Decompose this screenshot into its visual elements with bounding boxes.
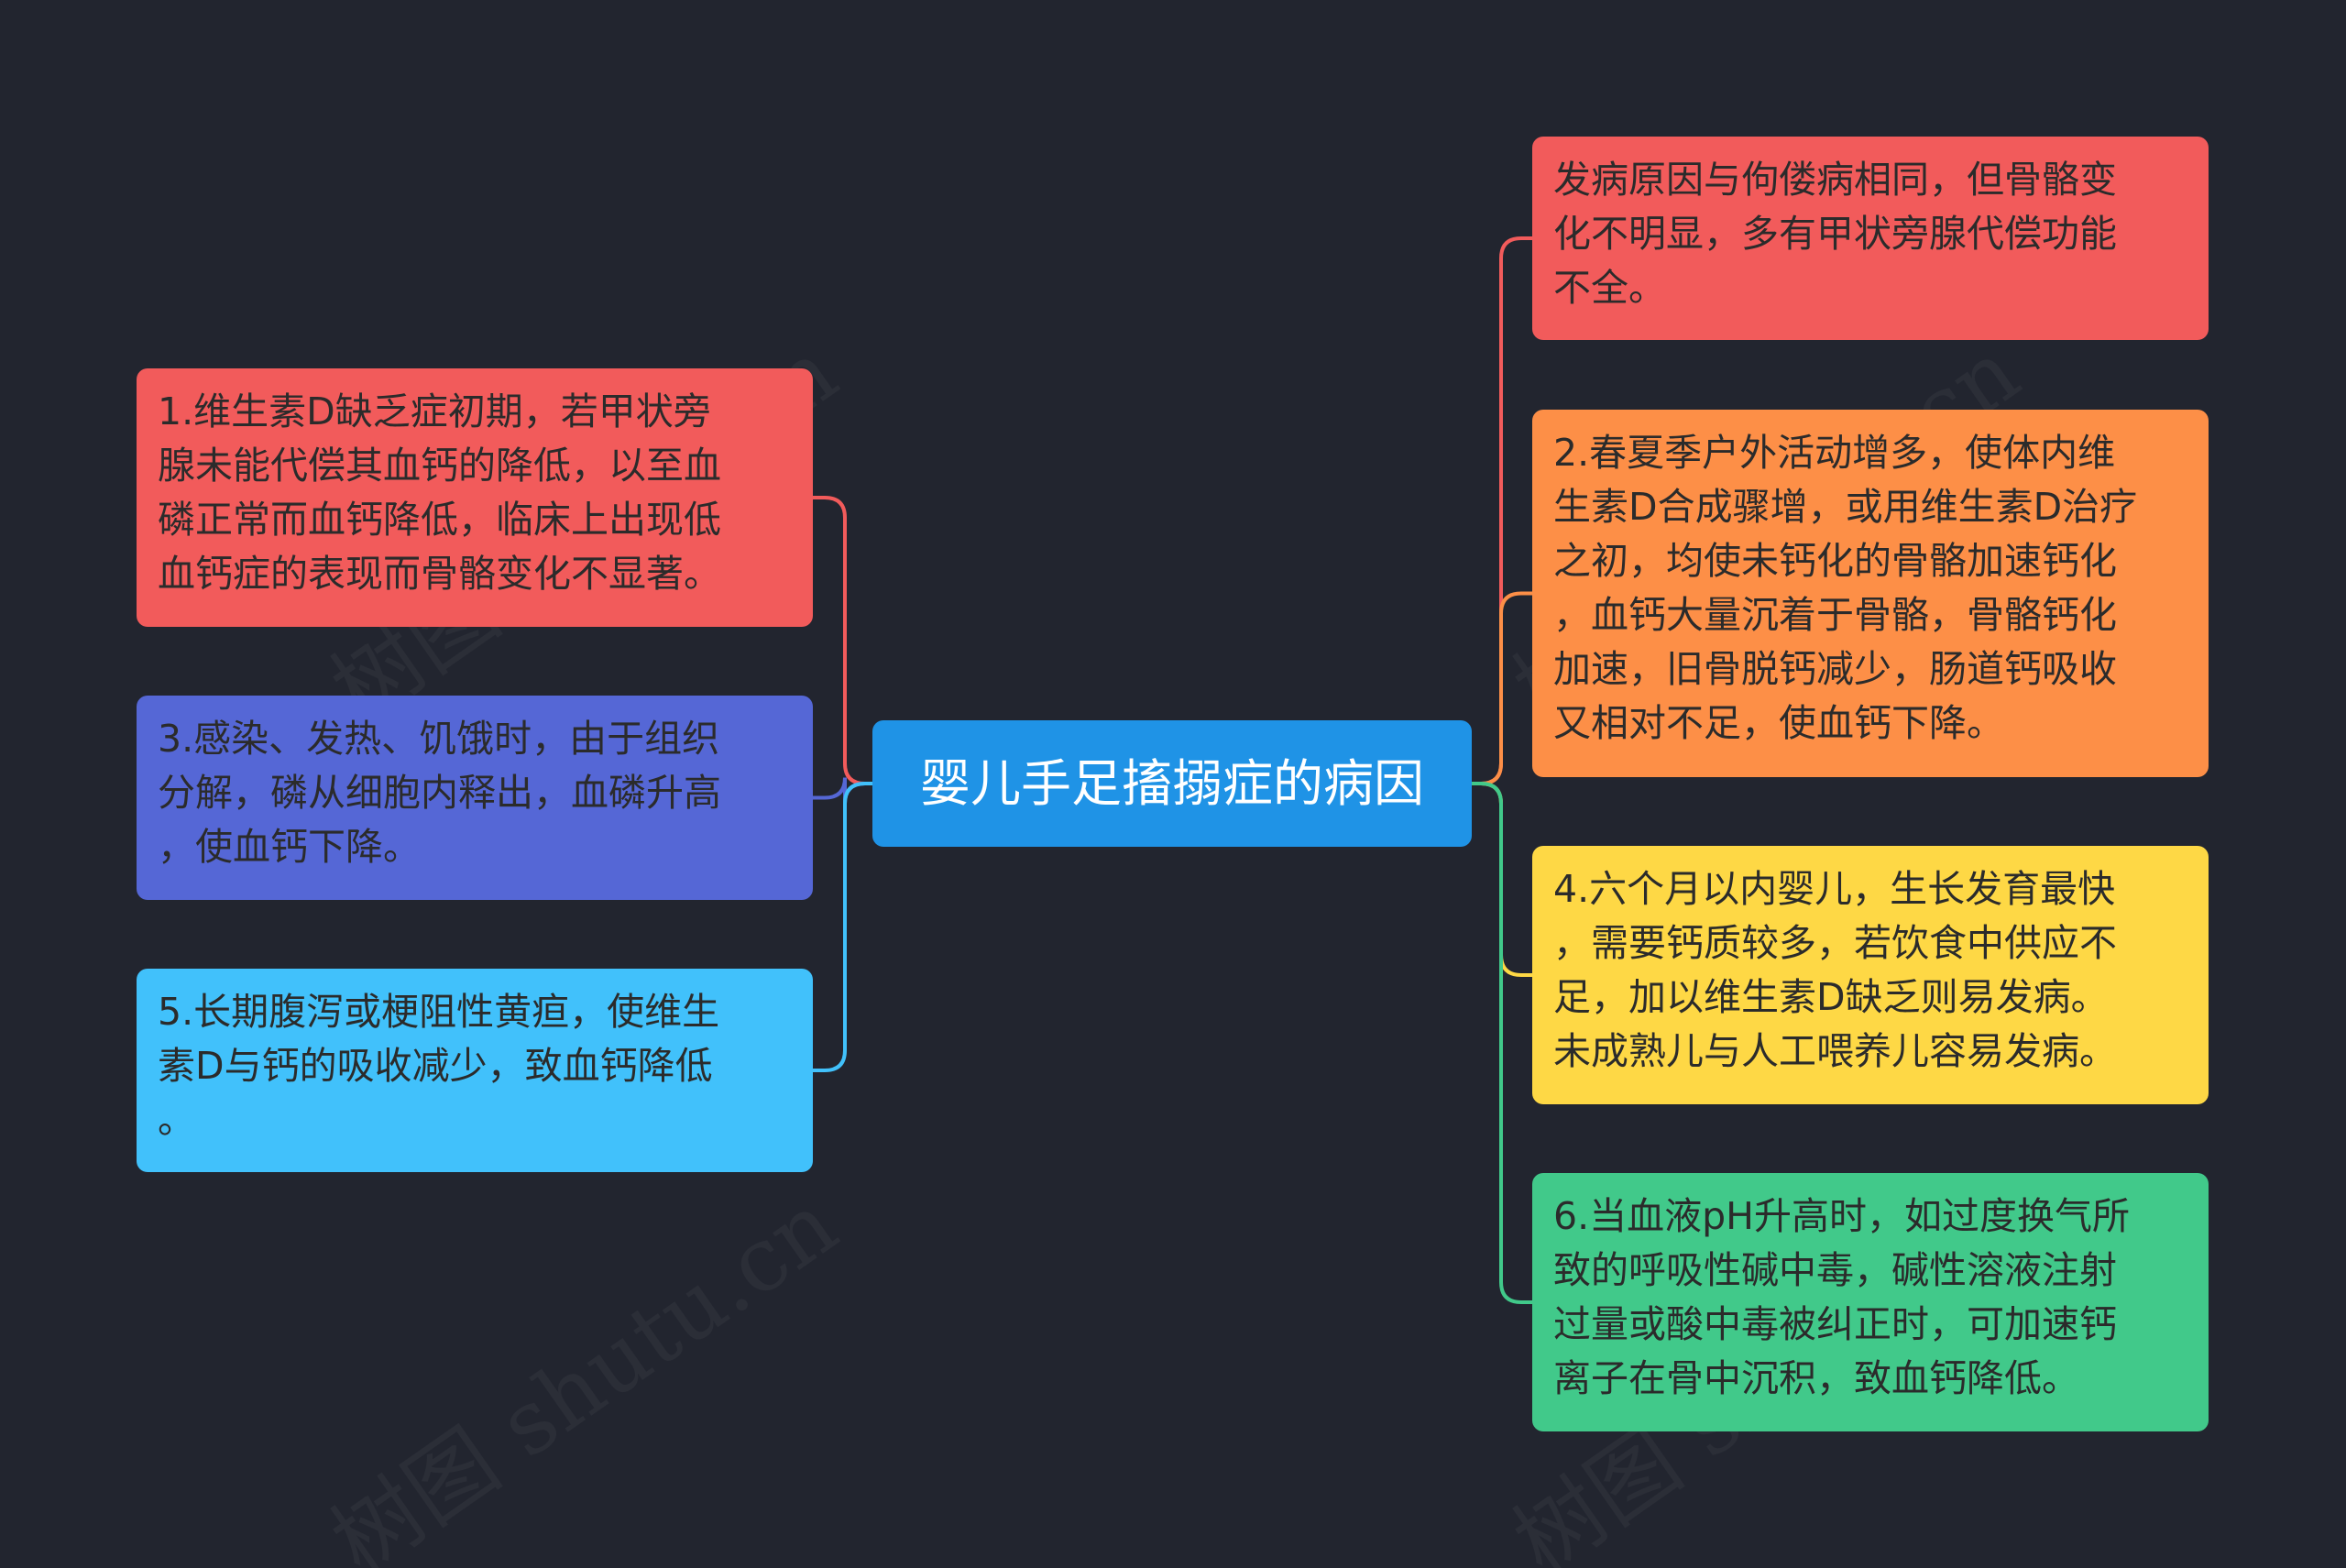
left-node-1[interactable]: 1.维生素D缺乏症初期，若甲状旁 腺未能代偿其血钙的降低，以至血 磷正常而血钙降… <box>137 368 813 627</box>
right-node-cause[interactable]: 发病原因与佝偻病相同，但骨骼变 化不明显，多有甲状旁腺代偿功能 不全。 <box>1532 137 2209 340</box>
connector-right-1 <box>1470 591 1534 785</box>
connector-left-2 <box>811 782 874 1072</box>
central-topic[interactable]: 婴儿手足搐搦症的病因 <box>872 720 1472 847</box>
connector-left-0 <box>811 496 874 785</box>
right-node-6[interactable]: 6.当血液pH升高时，如过度换气所 致的呼吸性碱中毒，碱性溶液注射 过量或酸中毒… <box>1532 1173 2209 1431</box>
connector-left-1 <box>811 777 874 805</box>
left-node-5[interactable]: 5.长期腹泻或梗阻性黄疸，使维生 素D与钙的吸收减少，致血钙降低 。 <box>137 969 813 1172</box>
right-node-2[interactable]: 2.春夏季户外活动增多，使体内维 生素D合成骤增，或用维生素D治疗 之初，均使未… <box>1532 410 2209 777</box>
right-node-4[interactable]: 4.六个月以内婴儿，生长发育最快 ，需要钙质较多，若饮食中供应不 足，加以维生素… <box>1532 846 2209 1104</box>
connector-right-3 <box>1470 782 1534 1304</box>
left-node-3[interactable]: 3.感染、发热、饥饿时，由于组织 分解，磷从细胞内释出，血磷升高 ，使血钙下降。 <box>137 696 813 900</box>
